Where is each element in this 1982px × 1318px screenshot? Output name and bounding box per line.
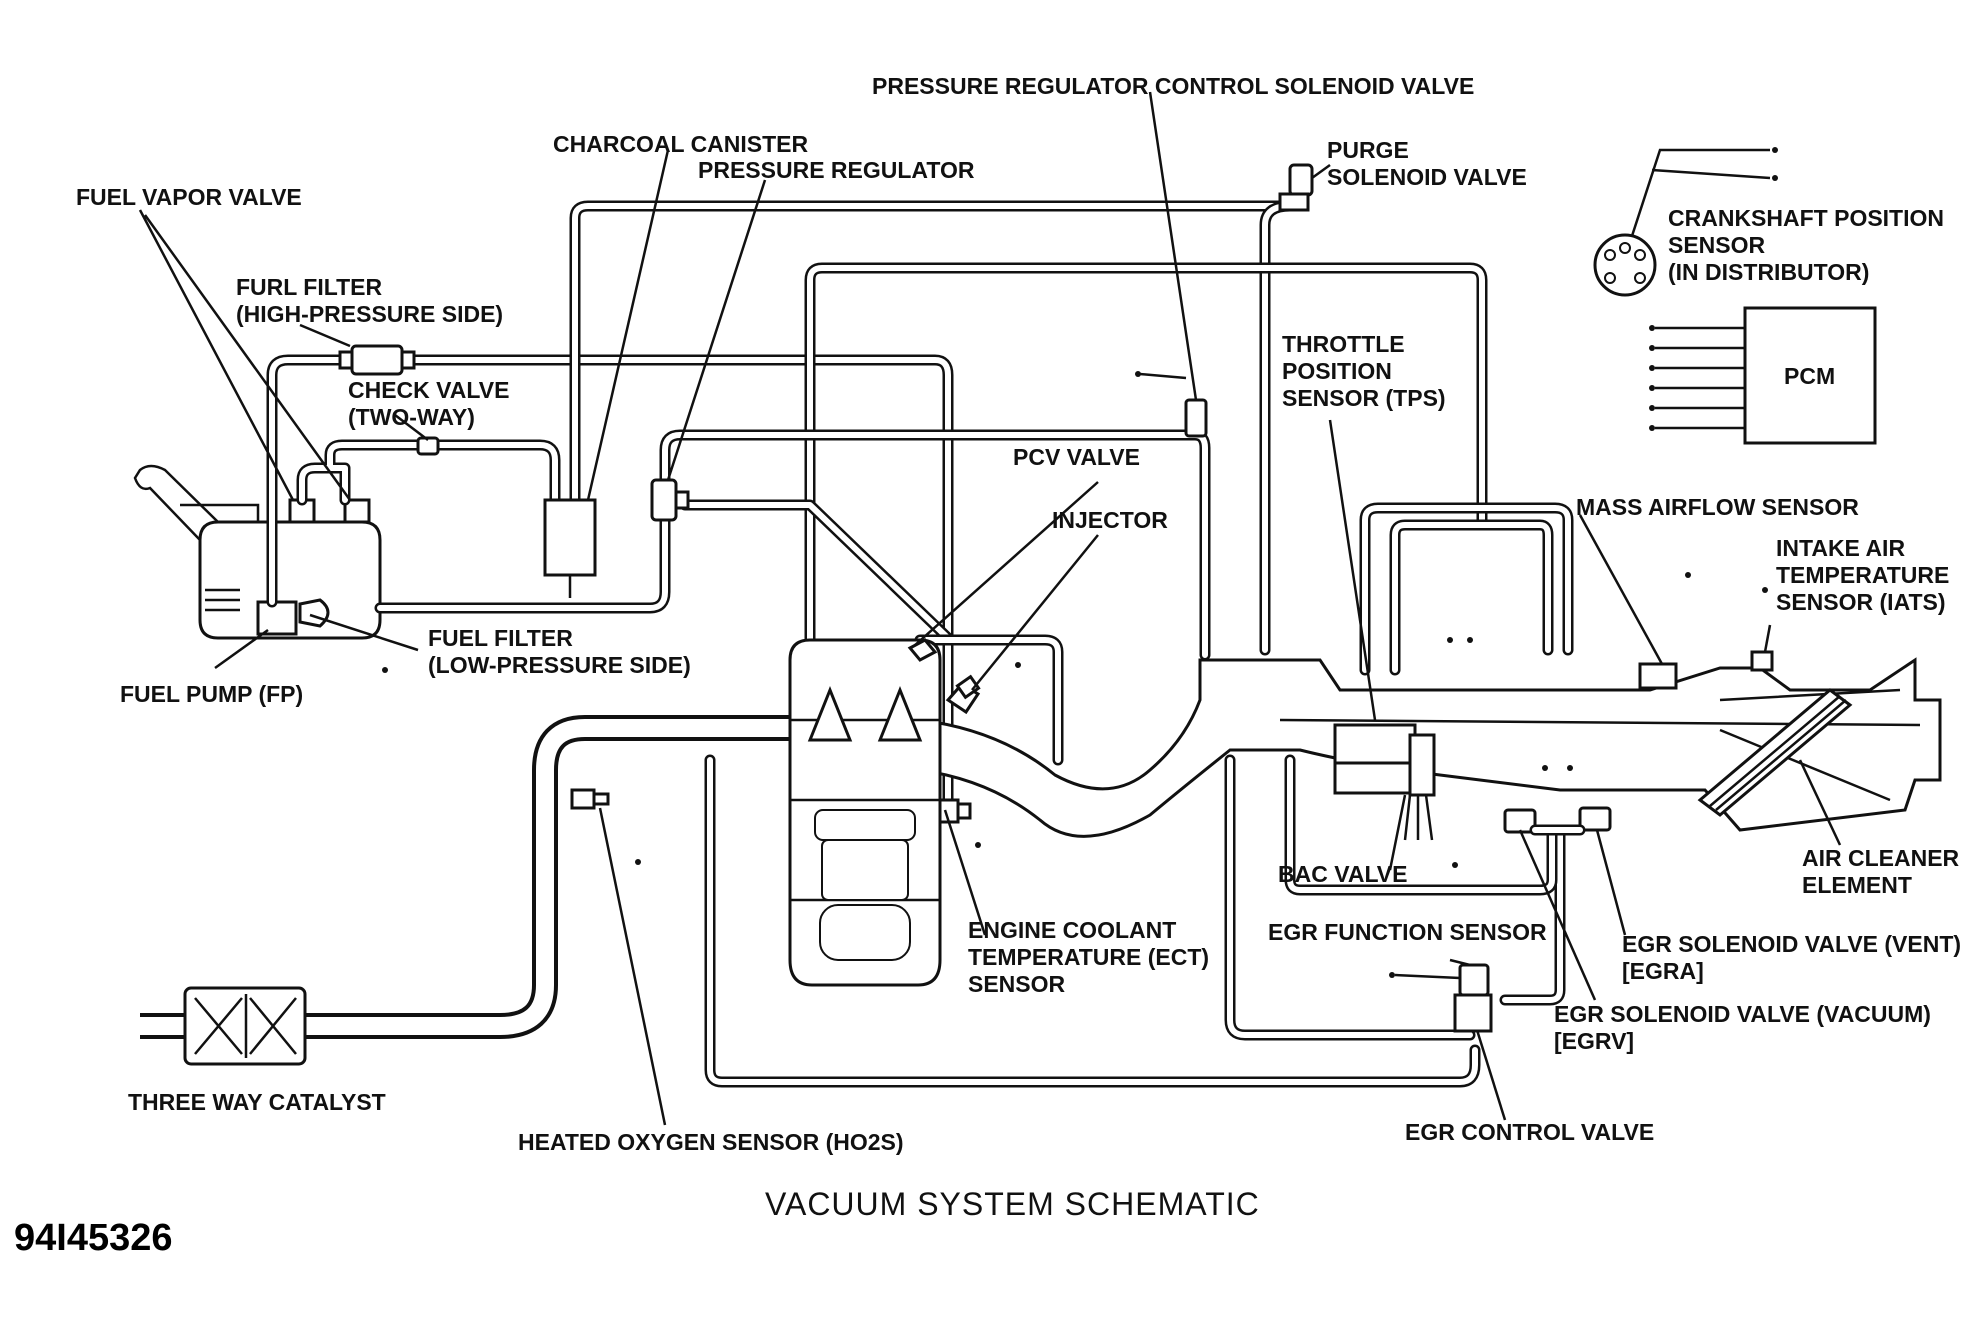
label-tps-line2: POSITION — [1282, 358, 1392, 384]
label-pcm: PCM — [1784, 363, 1835, 389]
engine-block-icon — [788, 638, 981, 987]
crankshaft-position-sensor-icon — [1593, 147, 1778, 297]
label-ect-sensor-line1: ENGINE COOLANT — [968, 917, 1176, 943]
label-three-way-catalyst: THREE WAY CATALYST — [128, 1089, 386, 1115]
exhaust-system — [140, 715, 790, 1066]
label-fuel-filter-low-line1: FUEL FILTER — [428, 625, 573, 651]
check-valve-icon — [416, 436, 440, 456]
connector-dots — [382, 572, 1768, 868]
figure-caption: VACUUM SYSTEM SCHEMATIC — [765, 1186, 1260, 1222]
mass-airflow-sensor-icon — [1638, 662, 1678, 690]
label-ect-sensor-line2: TEMPERATURE (ECT) — [968, 944, 1209, 970]
label-iats-line2: TEMPERATURE — [1776, 562, 1949, 588]
label-purge-solenoid-valve-line1: PURGE — [1327, 137, 1409, 163]
label-crankshaft-position-sensor-line2: SENSOR — [1668, 232, 1766, 258]
vacuum-lines — [266, 200, 1574, 1088]
label-furl-filter-line2: (HIGH-PRESSURE SIDE) — [236, 301, 503, 327]
label-pressure-regulator-control-solenoid-valve: PRESSURE REGULATOR CONTROL SOLENOID VALV… — [872, 73, 1474, 99]
pressure-regulator-control-solenoid-icon — [1135, 371, 1208, 438]
high-pressure-fuel-filter-icon — [338, 344, 416, 376]
label-fuel-pump: FUEL PUMP (FP) — [120, 681, 303, 707]
heated-oxygen-sensor-icon — [570, 788, 610, 810]
label-furl-filter-line1: FURL FILTER — [236, 274, 382, 300]
label-iats-line3: SENSOR (IATS) — [1776, 589, 1946, 615]
label-bac-valve: BAC VALVE — [1278, 861, 1408, 887]
label-egr-function-sensor: EGR FUNCTION SENSOR — [1268, 919, 1547, 945]
label-charcoal-canister: CHARCOAL CANISTER — [553, 131, 809, 157]
figure-code: 94I45326 — [14, 1217, 173, 1259]
label-egr-control-valve: EGR CONTROL VALVE — [1405, 1119, 1654, 1145]
label-check-valve-line1: CHECK VALVE — [348, 377, 509, 403]
label-ect-sensor-line3: SENSOR — [968, 971, 1066, 997]
label-fuel-vapor-valve: FUEL VAPOR VALVE — [76, 184, 302, 210]
purge-solenoid-valve-icon — [1278, 163, 1314, 212]
egr-solenoid-valve-vent-icon — [1578, 806, 1612, 832]
fuel-tank-icon — [133, 464, 382, 640]
label-pcv-valve: PCV VALVE — [1013, 444, 1140, 470]
label-purge-solenoid-valve-line2: SOLENOID VALVE — [1327, 164, 1527, 190]
label-crankshaft-position-sensor-line1: CRANKSHAFT POSITION — [1668, 205, 1944, 231]
label-pressure-regulator: PRESSURE REGULATOR — [698, 157, 975, 183]
pcm-module-icon — [1649, 306, 1877, 445]
label-crankshaft-position-sensor-line3: (IN DISTRIBUTOR) — [1668, 259, 1869, 285]
label-mass-airflow-sensor: MASS AIRFLOW SENSOR — [1576, 494, 1859, 520]
leader-lines — [138, 91, 1842, 1126]
pressure-regulator-icon — [650, 478, 690, 522]
label-heated-oxygen-sensor: HEATED OXYGEN SENSOR (HO2S) — [518, 1129, 904, 1155]
intake-air-temperature-sensor-icon — [1750, 650, 1774, 672]
label-fuel-filter-low-line2: (LOW-PRESSURE SIDE) — [428, 652, 691, 678]
label-egr-solenoid-vent-line2: [EGRA] — [1622, 958, 1704, 984]
label-egr-solenoid-vent-line1: EGR SOLENOID VALVE (VENT) — [1622, 931, 1961, 957]
throttle-body-icon — [1333, 723, 1436, 841]
label-injector: INJECTOR — [1052, 507, 1168, 533]
label-tps-line3: SENSOR (TPS) — [1282, 385, 1446, 411]
label-air-cleaner-line1: AIR CLEANER — [1802, 845, 1960, 871]
egr-control-valve-icon — [1389, 963, 1493, 1033]
label-egr-solenoid-vacuum-line1: EGR SOLENOID VALVE (VACUUM) — [1554, 1001, 1931, 1027]
charcoal-canister-icon — [543, 498, 597, 598]
injector-icon — [945, 674, 981, 715]
label-tps-line1: THROTTLE — [1282, 331, 1405, 357]
label-check-valve-line2: (TWO-WAY) — [348, 404, 475, 430]
label-iats-line1: INTAKE AIR — [1776, 535, 1905, 561]
component-labels: PRESSURE REGULATOR CONTROL SOLENOID VALV… — [76, 73, 1961, 1155]
label-egr-solenoid-vacuum-line2: [EGRV] — [1554, 1028, 1634, 1054]
label-air-cleaner-line2: ELEMENT — [1802, 872, 1912, 898]
